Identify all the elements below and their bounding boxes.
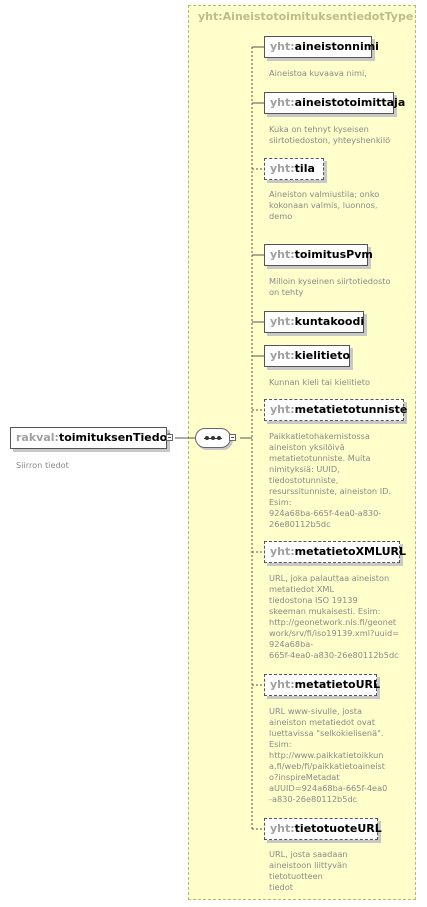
element-name: metatietoXMLURL: [294, 545, 407, 558]
root-collapse-icon[interactable]: [166, 434, 173, 441]
element-name: metatietotunniste: [294, 403, 408, 416]
sequence-collapse-icon[interactable]: [229, 434, 236, 441]
element-kielitieto[interactable]: yht:kielitieto: [264, 345, 350, 367]
element-name: toimitusPvm: [294, 248, 373, 261]
element-metatietoXMLURL[interactable]: yht:metatietoXMLURL: [264, 541, 406, 563]
element-tila[interactable]: yht:tila: [264, 158, 324, 180]
element-name: tietotuoteURL: [294, 822, 382, 835]
root-element-description: Siirron tiedot: [16, 460, 69, 470]
element-description: Aineistoa kuvaava nimi,: [269, 68, 367, 78]
complex-type-container: [188, 5, 416, 900]
element-prefix: yht:: [270, 349, 295, 362]
element-aineistotoimittaja[interactable]: yht:aineistotoimittaja: [264, 92, 405, 114]
sequence-compositor-icon[interactable]: [195, 428, 231, 448]
element-metatietoURL[interactable]: yht:metatietoURL: [264, 674, 380, 696]
element-prefix: yht:: [270, 248, 295, 261]
complex-type-title: yht:AineistotoimituksentiedotType: [198, 10, 414, 23]
element-toimitusPvm[interactable]: yht:toimitusPvm: [264, 244, 373, 266]
element-prefix: yht:: [270, 678, 295, 691]
element-name: aineistonnimi: [294, 40, 379, 53]
element-aineistonnimi[interactable]: yht:aineistonnimi: [264, 36, 379, 58]
element-prefix: yht:: [270, 162, 295, 175]
root-element-prefix: rakval:: [16, 431, 59, 444]
root-element-name: toimituksenTiedot: [58, 431, 173, 444]
element-tietotuoteURL[interactable]: yht:tietotuoteURL: [264, 818, 382, 840]
element-name: tila: [294, 162, 315, 175]
root-element-toimituksenTiedot[interactable]: rakval:toimituksenTiedot: [10, 427, 172, 449]
element-prefix: yht:: [270, 822, 295, 835]
element-description: Kunnan kieli tai kielitieto: [269, 377, 370, 387]
element-prefix: yht:: [270, 403, 295, 416]
element-prefix: yht:: [270, 545, 295, 558]
element-name: metatietoURL: [294, 678, 380, 691]
element-metatietotunniste[interactable]: yht:metatietotunniste: [264, 399, 407, 421]
element-prefix: yht:: [270, 315, 295, 328]
element-prefix: yht:: [270, 40, 295, 53]
element-name: aineistotoimittaja: [294, 96, 406, 109]
element-kuntakoodi[interactable]: yht:kuntakoodi: [264, 311, 364, 333]
element-name: kielitieto: [294, 349, 351, 362]
element-name: kuntakoodi: [294, 315, 365, 328]
element-prefix: yht:: [270, 96, 295, 109]
